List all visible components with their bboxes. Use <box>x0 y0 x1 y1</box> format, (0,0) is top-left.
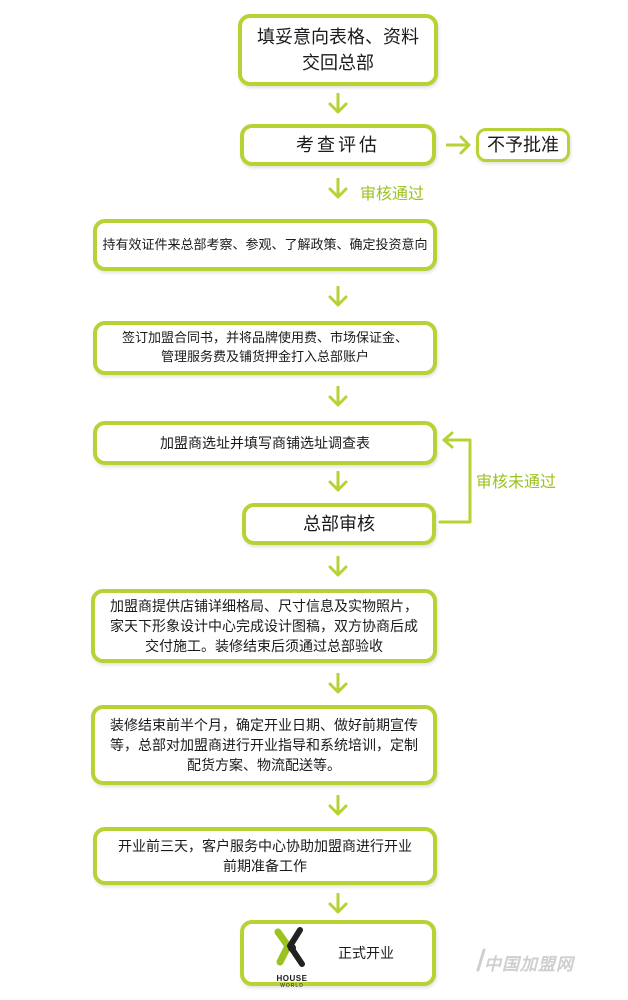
step-store-design-line1: 加盟商提供店铺详细格局、尺寸信息及实物照片， <box>110 597 418 614</box>
arrow-down-icon <box>328 556 348 577</box>
step-hq-review: 总部审核 <box>242 503 436 545</box>
step-opening-preparation-line1: 装修结束前半个月，确定开业日期、做好前期宣传 <box>110 716 418 733</box>
step-site-selection: 加盟商选址并填写商铺选址调查表 <box>93 421 437 465</box>
label-approved: 审核通过 <box>360 186 425 203</box>
step-store-design: 加盟商提供店铺详细格局、尺寸信息及实物照片， 家天下形象设计中心完成设计图稿，双方… <box>91 589 437 663</box>
loop-back-arrow-icon <box>438 431 472 524</box>
step-opening-preparation-line3: 配货方案、物流配送等。 <box>187 757 341 774</box>
house-world-logo-icon <box>274 927 305 967</box>
step-grand-opening-label: 正式开业 <box>338 944 394 961</box>
step-submit-forms-line1: 填妥意向表格、资料 <box>257 26 419 47</box>
watermark-text: 中国加盟网 <box>484 955 574 974</box>
arrow-down-icon <box>328 286 348 307</box>
step-visit-headquarters-label: 持有效证件来总部考察、参观、了解政策、确定投资意向 <box>102 236 428 252</box>
arrow-down-icon <box>328 178 348 199</box>
step-rejected-label: 不予批准 <box>487 134 559 155</box>
step-rejected: 不予批准 <box>476 128 570 162</box>
arrow-right-icon <box>446 135 471 155</box>
house-world-logo: HOUSE WORLD <box>268 926 316 989</box>
arrow-down-icon <box>328 673 348 694</box>
step-customer-service-assist-line1: 开业前三天，客户服务中心协助加盟商进行开业 <box>118 837 412 854</box>
arrow-down-icon <box>328 471 348 492</box>
arrow-down-icon <box>328 386 348 407</box>
watermark-logo-icon <box>476 948 486 972</box>
step-hq-review-label: 总部审核 <box>303 513 375 534</box>
logo-text-house: HOUSE <box>276 974 308 983</box>
logo-text-world: WORLD <box>280 983 304 989</box>
step-customer-service-assist: 开业前三天，客户服务中心协助加盟商进行开业前期准备工作 <box>93 827 437 885</box>
arrow-down-icon <box>328 893 348 914</box>
step-opening-preparation: 装修结束前半个月，确定开业日期、做好前期宣传等，总部对加盟商进行开业指导和系统培… <box>91 705 437 785</box>
step-sign-contract-line2: 管理服务费及铺货押金打入总部账户 <box>160 349 369 364</box>
label-not-approved: 审核未通过 <box>476 474 557 491</box>
arrow-down-icon <box>328 93 348 114</box>
step-grand-opening: 正式开业 <box>240 920 436 986</box>
step-sign-contract-line1: 签订加盟合同书，并将品牌使用费、市场保证金、 <box>121 330 408 346</box>
step-sign-contract: 签订加盟合同书，并将品牌使用费、市场保证金、管理服务费及铺货押金打入总部账户 <box>93 321 437 375</box>
step-submit-forms: 填妥意向表格、资料交回总部 <box>238 14 438 86</box>
step-evaluation: 考查评估 <box>240 124 436 166</box>
step-opening-preparation-line2: 等，总部对加盟商进行开业指导和系统培训，定制 <box>110 736 418 753</box>
step-visit-headquarters: 持有效证件来总部考察、参观、了解政策、确定投资意向 <box>93 219 437 271</box>
step-customer-service-assist-line2: 前期准备工作 <box>223 858 307 874</box>
step-site-selection-label: 加盟商选址并填写商铺选址调查表 <box>160 434 370 451</box>
step-store-design-line2: 家天下形象设计中心完成设计图稿，双方协商后成 <box>110 617 418 634</box>
step-store-design-line3: 交付施工。装修结束后须通过总部验收 <box>145 638 383 655</box>
arrow-down-icon <box>328 795 348 816</box>
step-submit-forms-line2: 交回总部 <box>302 53 374 73</box>
step-evaluation-label: 考查评估 <box>296 134 380 155</box>
